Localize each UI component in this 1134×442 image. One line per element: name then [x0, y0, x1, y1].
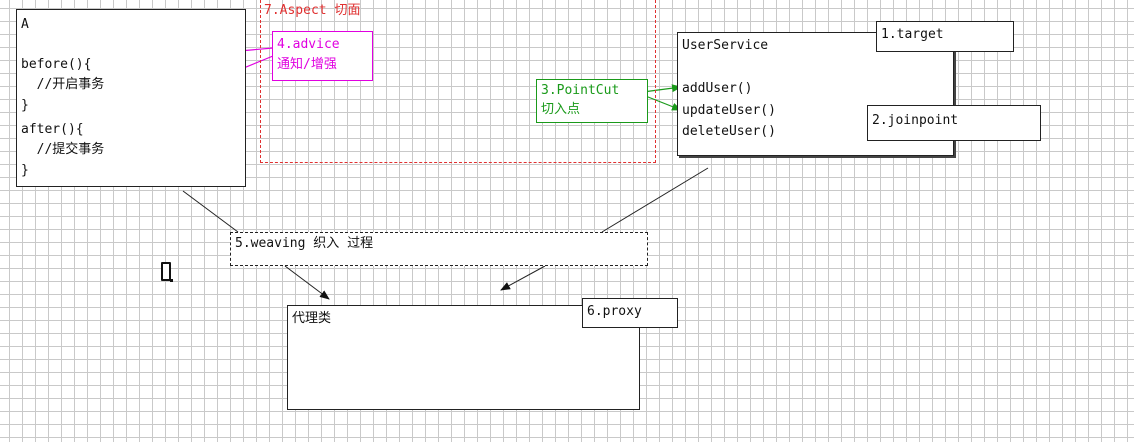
- pointcut-box: 3.PointCut 切入点: [536, 79, 648, 123]
- class-a-line: //提交事务: [21, 142, 105, 157]
- class-a-line: }: [21, 98, 29, 113]
- pointcut-label-cn: 切入点: [541, 102, 581, 117]
- class-a-line: //开启事务: [21, 77, 105, 92]
- userservice-method: addUser(): [682, 81, 753, 96]
- proxy-box: 6.proxy: [582, 298, 678, 328]
- advice-label-cn: 通知/增强: [277, 57, 337, 72]
- aspect-label: 7.Aspect 切面: [264, 3, 361, 18]
- class-a-line: }: [21, 163, 29, 178]
- target-label: 1.target: [881, 27, 944, 42]
- arrow-pointcut-to-updateuser: [642, 94, 682, 111]
- class-a-title: A: [21, 17, 29, 32]
- joinpoint-box: 2.joinpoint: [867, 105, 1041, 141]
- weaving-label: 5.weaving 织入 过程: [235, 236, 374, 251]
- arrow-weaving-to-proxy-left: [284, 265, 330, 300]
- line-a-to-weaving: [182, 190, 239, 233]
- weaving-box: 5.weaving 织入 过程: [230, 232, 648, 266]
- pointcut-label: 3.PointCut: [541, 83, 620, 98]
- advice-box: 4.advice 通知/增强: [272, 31, 373, 81]
- aspect-region: 7.Aspect 切面: [260, 0, 656, 163]
- userservice-method: deleteUser(): [682, 124, 776, 139]
- userservice-title: UserService: [682, 38, 769, 53]
- joinpoint-label: 2.joinpoint: [872, 113, 959, 128]
- class-a-box: A before(){ //开启事务 } after(){ //提交事务 }: [16, 9, 246, 187]
- userservice-method: updateUser(): [682, 103, 776, 118]
- line-userservice-to-weaving: [601, 167, 709, 233]
- document-icon: [161, 262, 173, 282]
- proxy-label: 6.proxy: [587, 304, 642, 319]
- proxy-class-label: 代理类: [292, 311, 332, 326]
- target-box: 1.target: [876, 21, 1014, 52]
- arrow-weaving-to-proxy-right: [500, 265, 546, 291]
- proxy-class-box: 代理类: [287, 305, 640, 410]
- class-a-line: before(){: [21, 57, 92, 72]
- advice-label: 4.advice: [277, 37, 340, 52]
- arrow-pointcut-to-adduser: [642, 84, 682, 93]
- class-a-line: after(){: [21, 122, 84, 137]
